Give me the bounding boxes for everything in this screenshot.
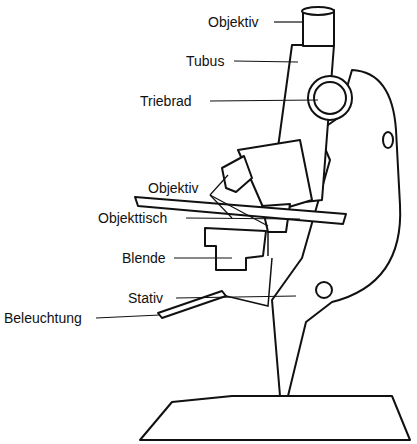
coarse-knob-ring — [314, 82, 346, 114]
part-label: Tubus — [186, 53, 224, 69]
part-label: Stativ — [128, 290, 163, 306]
part-label: Objektiv — [208, 14, 259, 30]
part-label: Objektiv — [148, 180, 199, 196]
coarse-knob — [308, 76, 352, 120]
part-label: Objekttisch — [98, 210, 167, 226]
diaphragm — [205, 228, 266, 270]
leader-line — [96, 315, 160, 318]
leader-line — [210, 195, 268, 226]
leader-line — [274, 21, 304, 22]
leader-line — [186, 218, 300, 219]
leader-line — [210, 100, 318, 101]
part-label: Beleuchtung — [4, 310, 82, 326]
part-label: Blende — [122, 250, 166, 266]
mirror-holder — [226, 258, 272, 306]
microscope-base — [140, 396, 410, 440]
leader-line — [174, 257, 232, 258]
leader-line — [210, 175, 228, 195]
objective-left — [222, 156, 252, 192]
eyepiece-top — [302, 7, 334, 15]
small-knob — [316, 282, 332, 298]
leader-line — [210, 195, 232, 218]
mirror — [158, 291, 226, 318]
leader-line — [176, 296, 296, 298]
part-label: Triebrad — [140, 93, 192, 109]
leader-line — [234, 61, 298, 62]
stage-post — [267, 232, 269, 256]
arm-hole — [383, 132, 393, 148]
